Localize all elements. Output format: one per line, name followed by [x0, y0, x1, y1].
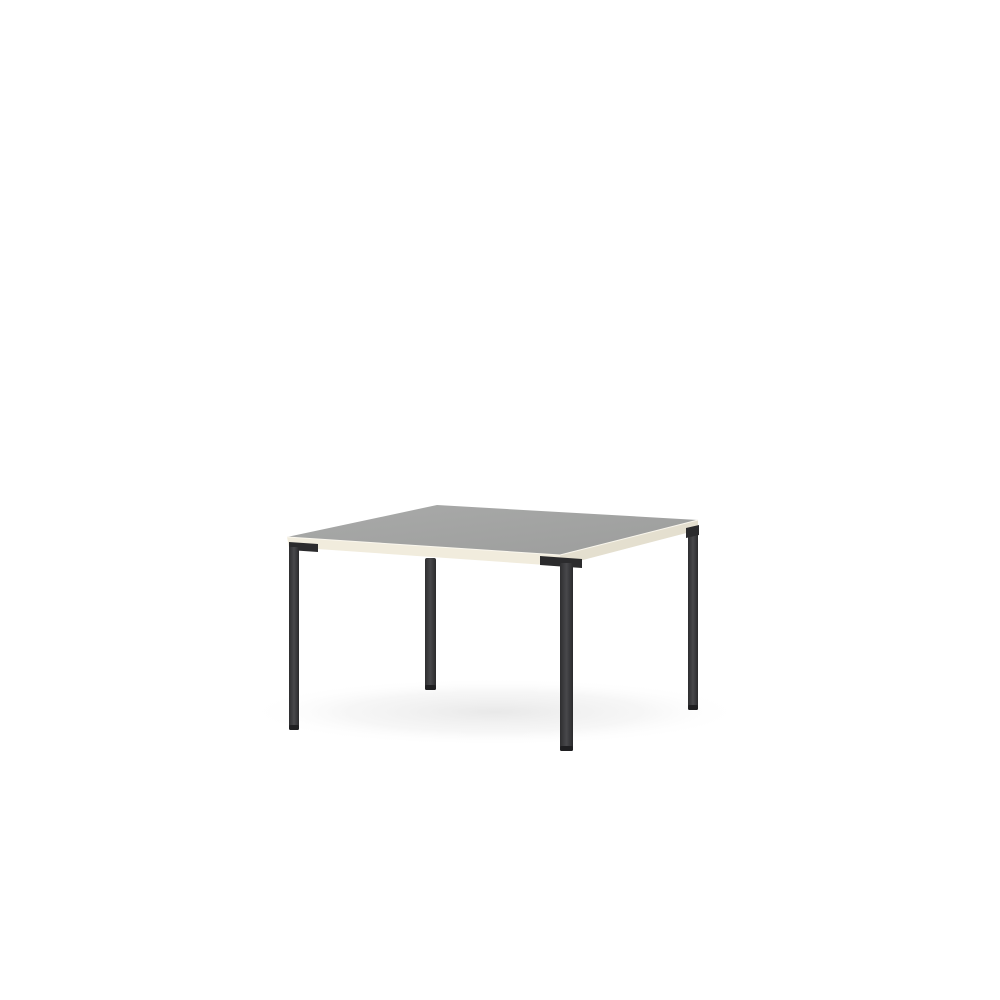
table-leg-back-left — [425, 558, 436, 690]
leg-foot-back-left — [425, 685, 436, 690]
tabletop-edge-highlight — [286, 519, 699, 556]
leg-foot-front — [560, 746, 573, 751]
tabletop-edge-front — [287, 537, 560, 566]
leg-foot-back-right — [688, 705, 698, 710]
floor-shadow — [245, 678, 745, 746]
tabletop-surface — [287, 505, 698, 555]
table-leg-front-left — [289, 547, 299, 730]
tabletop-edge-right — [560, 520, 698, 566]
corner-bracket-right — [686, 525, 699, 538]
leg-foot-front-left — [289, 725, 299, 730]
table-leg-front — [560, 563, 573, 751]
table-leg-back-right — [688, 532, 698, 710]
